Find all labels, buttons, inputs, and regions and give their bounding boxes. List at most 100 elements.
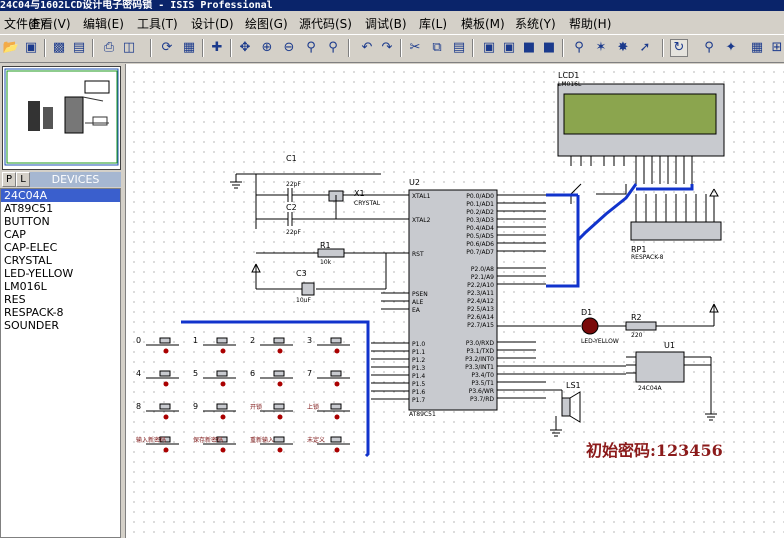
lcd-ref: LCD1 (558, 71, 579, 80)
menu-graph[interactable]: 绘图(G) (245, 17, 288, 31)
open-folder-icon[interactable]: 📂 (2, 40, 20, 55)
eeprom-chip[interactable]: U1 24C04A (626, 341, 717, 421)
mcu-pin-label: P1.5 (412, 381, 425, 388)
libraries-button[interactable]: L (16, 172, 30, 187)
zoom-all-icon[interactable]: ⚲ (306, 40, 316, 55)
device-item[interactable]: SOUNDER (4, 319, 59, 332)
pick-device-icon[interactable]: ⚲ (574, 40, 584, 55)
keypad-button[interactable]: 9 (193, 402, 236, 420)
decompose-icon[interactable]: ➚ (639, 40, 651, 55)
block-rotate-icon[interactable]: ■ (522, 40, 536, 55)
save-icon[interactable]: ▣ (24, 40, 38, 55)
keypad-button[interactable]: 输入新密码 (136, 436, 179, 453)
menu-tools[interactable]: 工具(T) (137, 17, 178, 31)
lcd-module[interactable]: LCD1 LM016L (557, 71, 725, 184)
refresh-icon[interactable]: ⟳ (161, 40, 173, 55)
led-circuit[interactable]: D1 LED-YELLOW R2 220 (497, 303, 719, 345)
menu-template[interactable]: 模板(M) (461, 17, 505, 31)
cut-icon[interactable]: ✂ (409, 40, 421, 55)
redo-icon[interactable]: ↷ (381, 40, 393, 55)
device-item[interactable]: RES (4, 293, 26, 306)
keypad-button[interactable]: 3 (307, 336, 350, 354)
overview-window[interactable] (2, 66, 121, 170)
zoom-in-icon[interactable]: ⊕ (261, 40, 273, 55)
device-item[interactable]: CAP (4, 228, 26, 241)
keypad-button[interactable]: 8 (136, 402, 179, 420)
eeprom-part: 24C04A (638, 385, 662, 392)
zoom-out-icon[interactable]: ⊖ (283, 40, 295, 55)
device-item[interactable]: CRYSTAL (4, 254, 52, 267)
keypad-button[interactable]: 保存新密码 (193, 436, 236, 453)
netlist-icon[interactable]: ▦ (750, 40, 764, 55)
device-item[interactable]: 24C04A (1, 189, 120, 202)
menu-source[interactable]: 源代码(S) (299, 17, 352, 31)
toolbar-separator (92, 39, 94, 57)
pan-icon[interactable]: ✥ (239, 40, 251, 55)
wire-autorouter-icon[interactable]: ↻ (670, 39, 688, 57)
paste-icon[interactable]: ▤ (452, 40, 466, 55)
export-icon[interactable]: ▤ (72, 40, 86, 55)
keypad-button[interactable]: 重新输入 (250, 436, 293, 453)
menu-library[interactable]: 库(L) (419, 17, 448, 31)
mcu-pin-label: RST (412, 251, 424, 258)
block-move-icon[interactable]: ▣ (502, 40, 516, 55)
keypad-button[interactable]: 0 (136, 336, 179, 354)
grid-icon[interactable]: ▦ (182, 40, 196, 55)
origin-icon[interactable]: ✚ (211, 40, 223, 55)
keypad-label: 0 (136, 336, 141, 345)
keypad-label: 2 (250, 336, 255, 345)
menu-file[interactable]: 文件(F) (4, 17, 45, 31)
mcu-chip[interactable]: U2 AT89C51 XTAL1 XTAL2 RST PSEN ALE EA P… (371, 178, 626, 418)
pick-devices-button[interactable]: P (2, 172, 16, 187)
keypad-button[interactable]: 6 (250, 369, 293, 387)
respack[interactable]: RP1 RESPACK-8 (630, 188, 722, 261)
mcu-pin-label: P2.7/A15 (467, 322, 494, 329)
menu-view[interactable]: 查看(V) (29, 17, 71, 31)
menu-system[interactable]: 系统(Y) (515, 17, 556, 31)
menu-debug[interactable]: 调试(B) (365, 17, 407, 31)
print-area-icon[interactable]: ◫ (122, 40, 136, 55)
window-title-bar: 24C04与1602LCD设计电子密码锁 - ISIS Professional (0, 0, 784, 11)
respack-ref: RP1 (631, 245, 646, 254)
keypad-button[interactable]: 开锁 (250, 403, 293, 420)
keypad-label: 输入新密码 (136, 436, 166, 444)
speaker[interactable]: LS1 (497, 381, 581, 437)
overview-thumbnail (4, 68, 119, 166)
reset-circuit[interactable]: R1 10k C3 10uF (251, 241, 409, 304)
print-icon[interactable]: ⎙ (103, 40, 115, 55)
property-tool-icon[interactable]: ✦ (725, 40, 737, 55)
mcu-pin-label: P1.0 (412, 341, 425, 348)
zoom-area-icon[interactable]: ⚲ (328, 40, 338, 55)
devices-header: DEVICES (30, 172, 121, 187)
keypad-button[interactable]: 未定义 (307, 436, 350, 453)
block-delete-icon[interactable]: ■ (542, 40, 556, 55)
device-item[interactable]: BUTTON (4, 215, 50, 228)
device-item[interactable]: LED-YELLOW (4, 267, 74, 280)
undo-icon[interactable]: ↶ (361, 40, 373, 55)
schematic-canvas[interactable]: LCD1 LM016L RP1 RESPACK-8 U2 AT89C51 XTA… (125, 64, 784, 538)
make-device-icon[interactable]: ✶ (595, 40, 607, 55)
block-copy-icon[interactable]: ▣ (482, 40, 496, 55)
device-item[interactable]: CAP-ELEC (4, 241, 58, 254)
keypad-button[interactable]: 7 (307, 369, 350, 387)
menu-help[interactable]: 帮助(H) (569, 17, 612, 31)
copy-icon[interactable]: ⧉ (432, 40, 442, 55)
keypad-button[interactable]: 4 (136, 369, 179, 387)
device-item[interactable]: LM016L (4, 280, 47, 293)
import-icon[interactable]: ▩ (52, 40, 66, 55)
keypad-button[interactable]: 上锁 (307, 403, 350, 420)
add-sheet-icon[interactable]: ⊞ (771, 40, 783, 55)
keypad-button[interactable]: 1 (193, 336, 236, 354)
search-icon[interactable]: ⚲ (704, 40, 714, 55)
device-list[interactable]: 24C04A AT89C51 BUTTON CAP CAP-ELEC CRYST… (0, 188, 121, 538)
mcu-pin-label: P3.6/WR (469, 388, 494, 395)
crystal-circuit[interactable]: C1 22pF C2 22pF X1 CRYSTAL (230, 154, 381, 236)
device-item[interactable]: RESPACK-8 (4, 306, 64, 319)
packaging-icon[interactable]: ✸ (617, 40, 629, 55)
device-item[interactable]: AT89C51 (4, 202, 54, 215)
menu-edit[interactable]: 编辑(E) (83, 17, 124, 31)
menu-design[interactable]: 设计(D) (191, 17, 234, 31)
keypad-button[interactable]: 5 (193, 369, 236, 387)
keypad-button[interactable]: 2 (250, 336, 293, 354)
